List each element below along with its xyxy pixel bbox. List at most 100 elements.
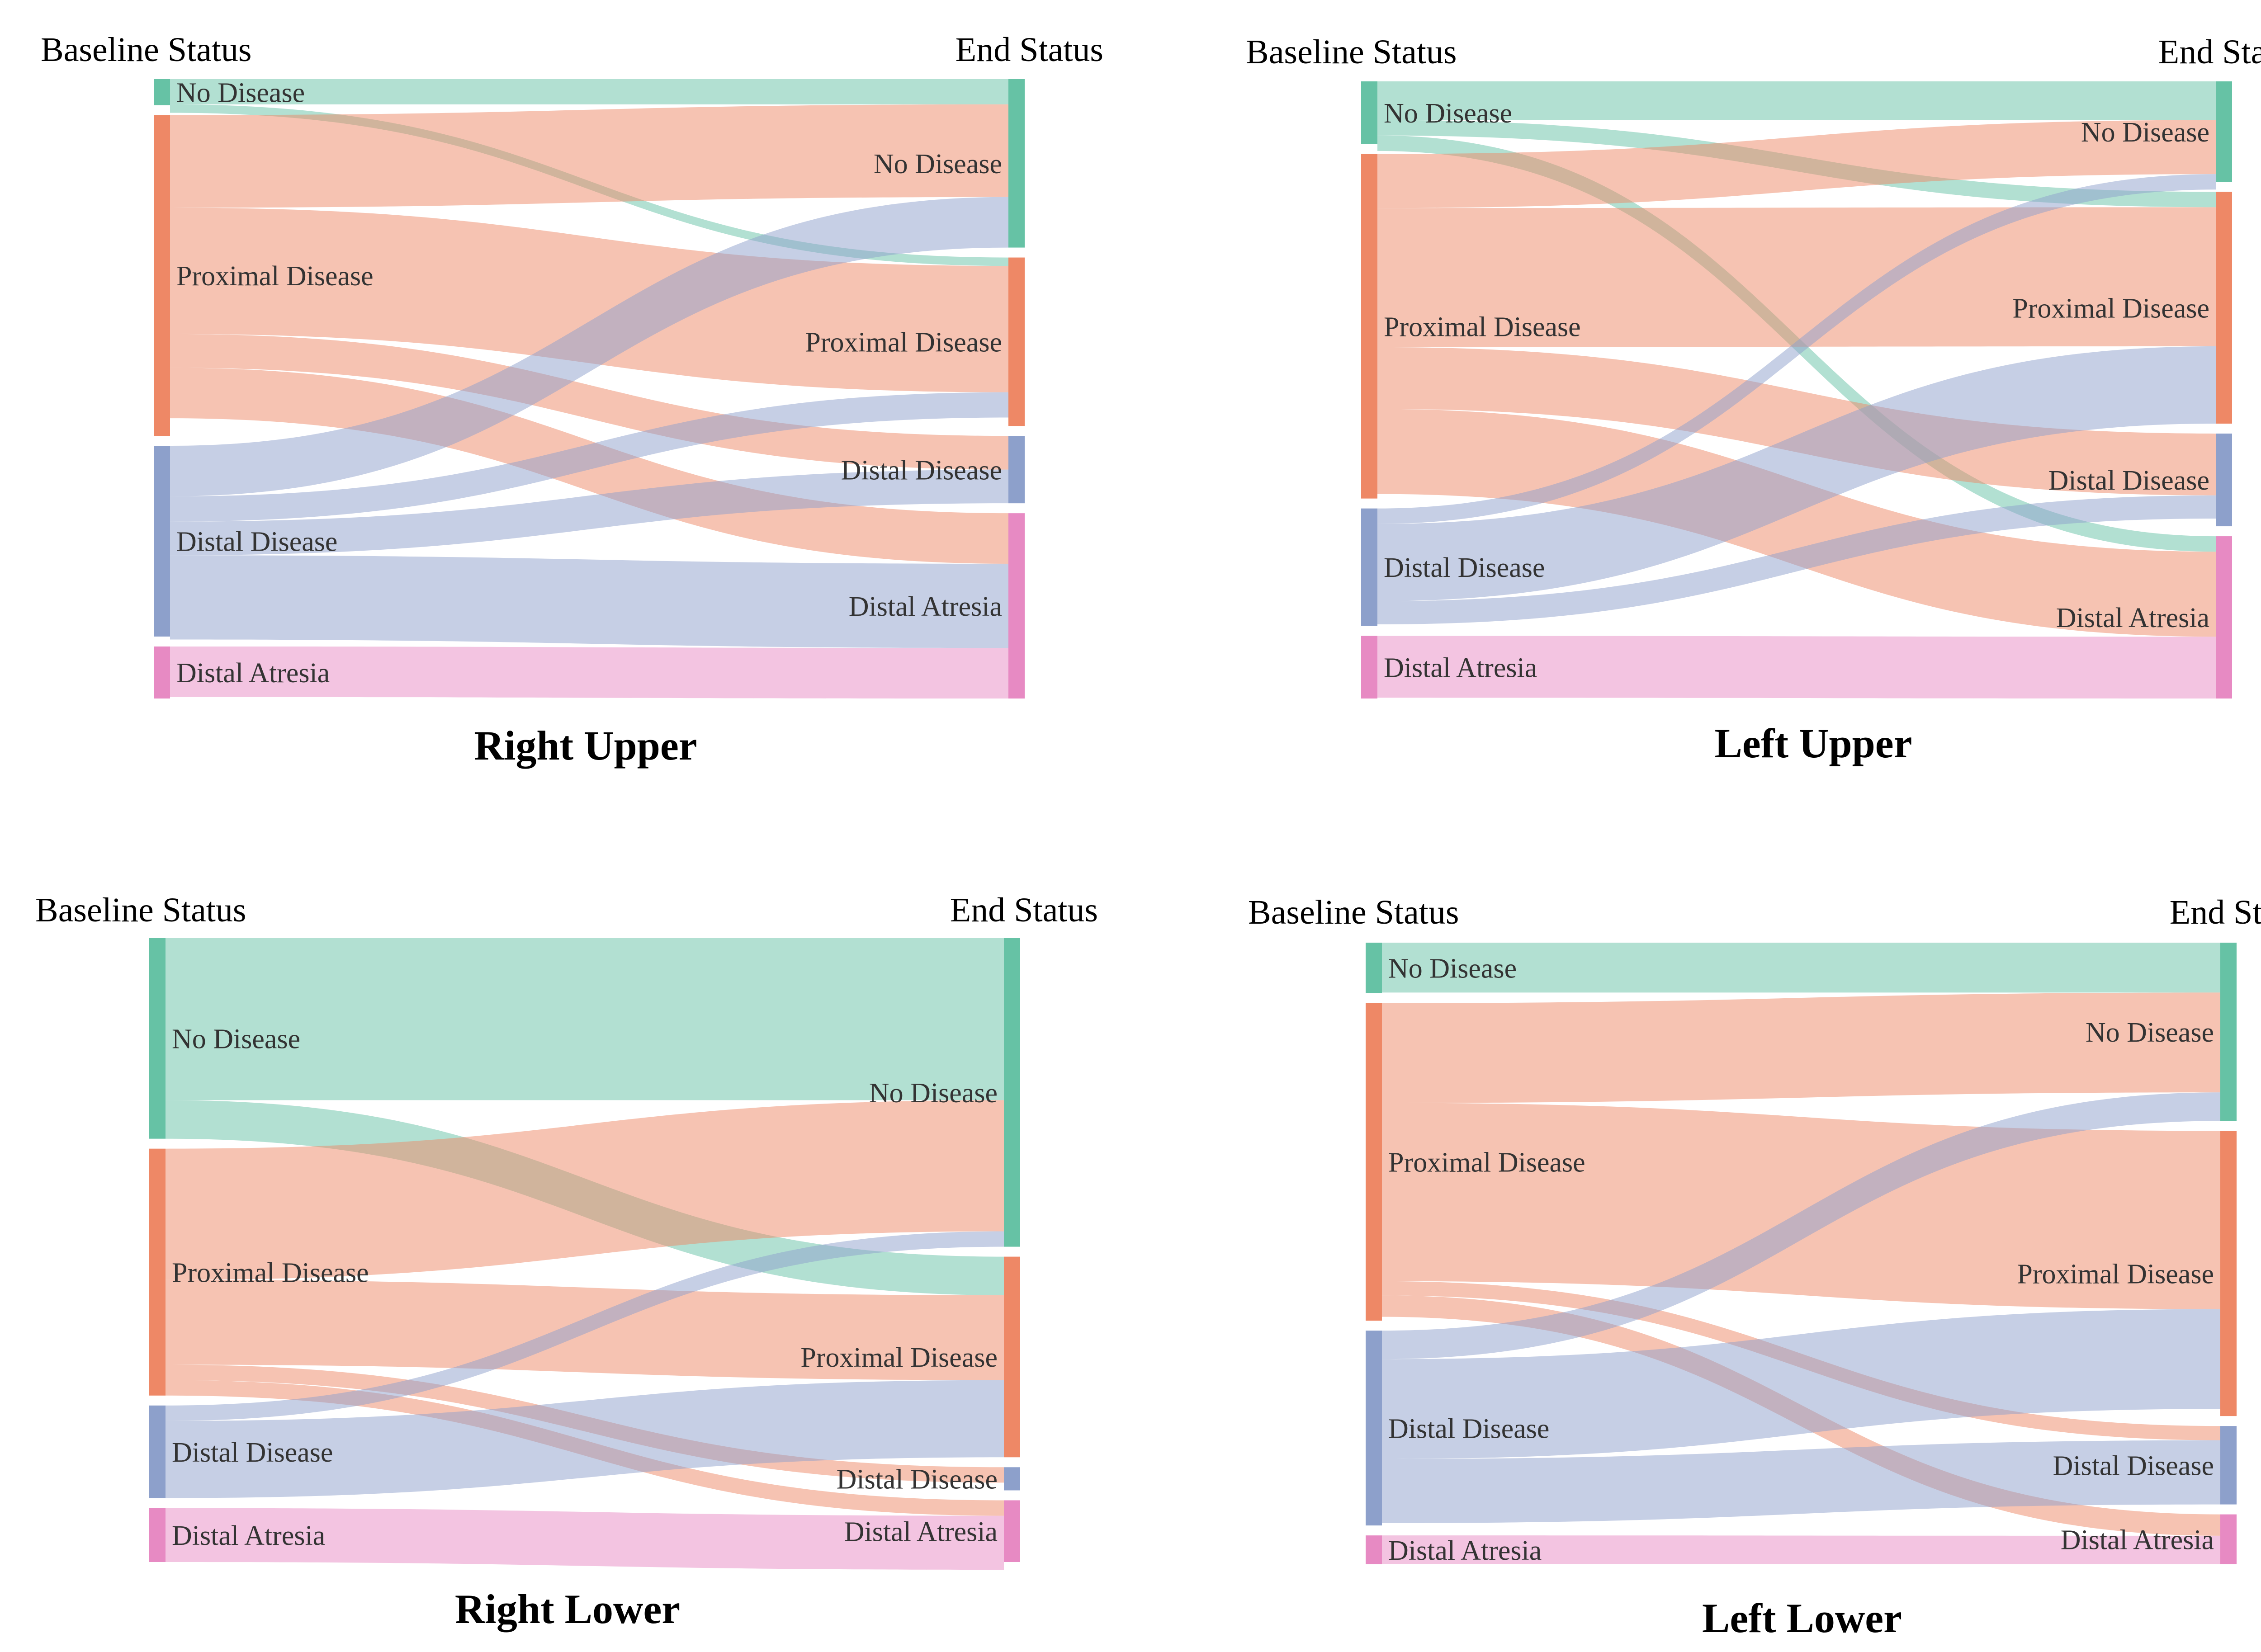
end-status-header: End Status [955, 31, 1103, 69]
end-node-no-disease [1008, 79, 1025, 248]
end-status-header: End Status [2170, 893, 2261, 931]
baseline-status-header: Baseline Status [1248, 893, 1459, 931]
flow-distal-atresia-to-distal-atresia [1377, 636, 2216, 699]
end-node-no-disease [2216, 81, 2232, 182]
end-label-no-disease: No Disease [874, 149, 1002, 179]
baseline-node-distal-disease [154, 446, 170, 637]
baseline-status-header: Baseline Status [1246, 33, 1457, 71]
baseline-label-distal-atresia: Distal Atresia [172, 1520, 325, 1551]
end-label-distal-disease: Distal Disease [837, 1464, 998, 1495]
baseline-node-no-disease [154, 79, 170, 105]
flow-proximal-disease-to-proximal-disease [1377, 207, 2216, 347]
end-label-distal-atresia: Distal Atresia [2061, 1525, 2214, 1556]
baseline-node-no-disease [1366, 943, 1382, 993]
end-node-distal-disease [2220, 1426, 2237, 1505]
chart-title: Right Upper [474, 722, 697, 769]
end-node-proximal-disease [1008, 257, 1025, 426]
baseline-label-no-disease: No Disease [176, 77, 305, 108]
baseline-label-no-disease: No Disease [1384, 98, 1512, 129]
flow-distal-disease-to-no-disease [166, 1231, 1004, 1421]
end-label-no-disease: No Disease [2081, 117, 2209, 148]
baseline-node-distal-disease [1366, 1331, 1382, 1526]
flow-distal-disease-to-distal-atresia [170, 555, 1008, 648]
end-node-distal-atresia [2216, 536, 2232, 699]
baseline-node-no-disease [1361, 81, 1377, 144]
baseline-node-distal-atresia [1366, 1535, 1382, 1564]
baseline-node-no-disease [149, 938, 166, 1139]
baseline-label-distal-disease: Distal Disease [1384, 552, 1545, 583]
baseline-label-proximal-disease: Proximal Disease [176, 261, 374, 292]
flow-proximal-disease-to-no-disease [170, 104, 1008, 208]
end-label-proximal-disease: Proximal Disease [805, 327, 1002, 358]
flow-distal-atresia-to-distal-atresia [170, 646, 1008, 699]
flow-proximal-disease-to-distal-disease [170, 334, 1008, 470]
baseline-label-no-disease: No Disease [172, 1024, 300, 1055]
end-node-proximal-disease [2220, 1131, 2237, 1416]
end-label-proximal-disease: Proximal Disease [2017, 1259, 2214, 1289]
end-node-no-disease [2220, 943, 2237, 1121]
end-label-distal-disease: Distal Disease [2053, 1451, 2214, 1482]
flow-distal-disease-to-no-disease [1377, 174, 2216, 524]
end-status-header: End Status [950, 891, 1098, 929]
chart-title: Right Lower [455, 1586, 680, 1632]
flow-no-disease-to-no-disease [170, 79, 1008, 104]
baseline-label-distal-atresia: Distal Atresia [1384, 652, 1537, 683]
baseline-status-header: Baseline Status [41, 31, 252, 69]
baseline-label-distal-atresia: Distal Atresia [176, 658, 330, 689]
baseline-label-proximal-disease: Proximal Disease [172, 1257, 369, 1288]
flow-distal-disease-to-distal-disease [170, 469, 1008, 556]
baseline-node-proximal-disease [154, 115, 170, 436]
flow-no-disease-to-no-disease [1377, 81, 2216, 120]
end-label-no-disease: No Disease [2086, 1017, 2214, 1048]
flow-distal-disease-to-proximal-disease [170, 392, 1008, 522]
baseline-label-distal-disease: Distal Disease [176, 527, 337, 557]
flow-distal-disease-to-proximal-disease [1382, 1309, 2220, 1459]
end-node-no-disease [1004, 938, 1020, 1247]
baseline-node-distal-disease [149, 1405, 166, 1498]
baseline-label-no-disease: No Disease [1388, 953, 1517, 984]
baseline-node-proximal-disease [149, 1148, 166, 1396]
end-node-proximal-disease [1004, 1256, 1020, 1458]
flow-no-disease-to-no-disease [166, 938, 1004, 1100]
flow-proximal-disease-to-no-disease [1382, 992, 2220, 1103]
baseline-label-distal-atresia: Distal Atresia [1388, 1535, 1542, 1566]
end-label-distal-atresia: Distal Atresia [849, 591, 1002, 622]
end-label-distal-disease: Distal Disease [841, 455, 1002, 486]
flow-distal-disease-to-proximal-disease [1377, 346, 2216, 601]
end-label-distal-disease: Distal Disease [2048, 465, 2209, 496]
flow-distal-atresia-to-distal-atresia [166, 1508, 1004, 1570]
flow-distal-disease-to-distal-disease [1382, 1440, 2220, 1523]
end-label-proximal-disease: Proximal Disease [800, 1342, 998, 1373]
flow-proximal-disease-to-no-disease [1377, 120, 2216, 208]
flow-distal-atresia-to-distal-atresia [1382, 1535, 2220, 1564]
flow-no-disease-to-no-disease [1382, 943, 2220, 993]
chart-title: Left Upper [1715, 720, 1912, 766]
end-label-proximal-disease: Proximal Disease [2012, 293, 2209, 324]
end-node-proximal-disease [2216, 192, 2232, 424]
baseline-label-distal-disease: Distal Disease [1388, 1413, 1549, 1444]
flow-proximal-disease-to-distal-disease [1377, 347, 2216, 496]
flow-proximal-disease-to-distal-atresia [1377, 409, 2216, 637]
end-node-distal-disease [1008, 436, 1025, 504]
baseline-label-distal-disease: Distal Disease [172, 1437, 333, 1468]
end-label-no-disease: No Disease [869, 1078, 998, 1109]
baseline-node-distal-atresia [149, 1508, 166, 1562]
flow-distal-disease-to-no-disease [1382, 1092, 2220, 1359]
baseline-node-distal-atresia [1361, 636, 1377, 699]
baseline-label-proximal-disease: Proximal Disease [1388, 1147, 1585, 1178]
flow-distal-disease-to-proximal-disease [166, 1380, 1004, 1498]
baseline-status-header: Baseline Status [35, 891, 246, 929]
end-status-header: End Status [2158, 33, 2261, 71]
baseline-node-proximal-disease [1366, 1003, 1382, 1321]
flow-proximal-disease-to-proximal-disease [1382, 1103, 2220, 1309]
baseline-node-distal-disease [1361, 508, 1377, 626]
baseline-node-distal-atresia [154, 646, 170, 699]
end-node-distal-disease [2216, 433, 2232, 527]
baseline-label-proximal-disease: Proximal Disease [1384, 312, 1581, 342]
end-node-distal-disease [1004, 1467, 1020, 1491]
